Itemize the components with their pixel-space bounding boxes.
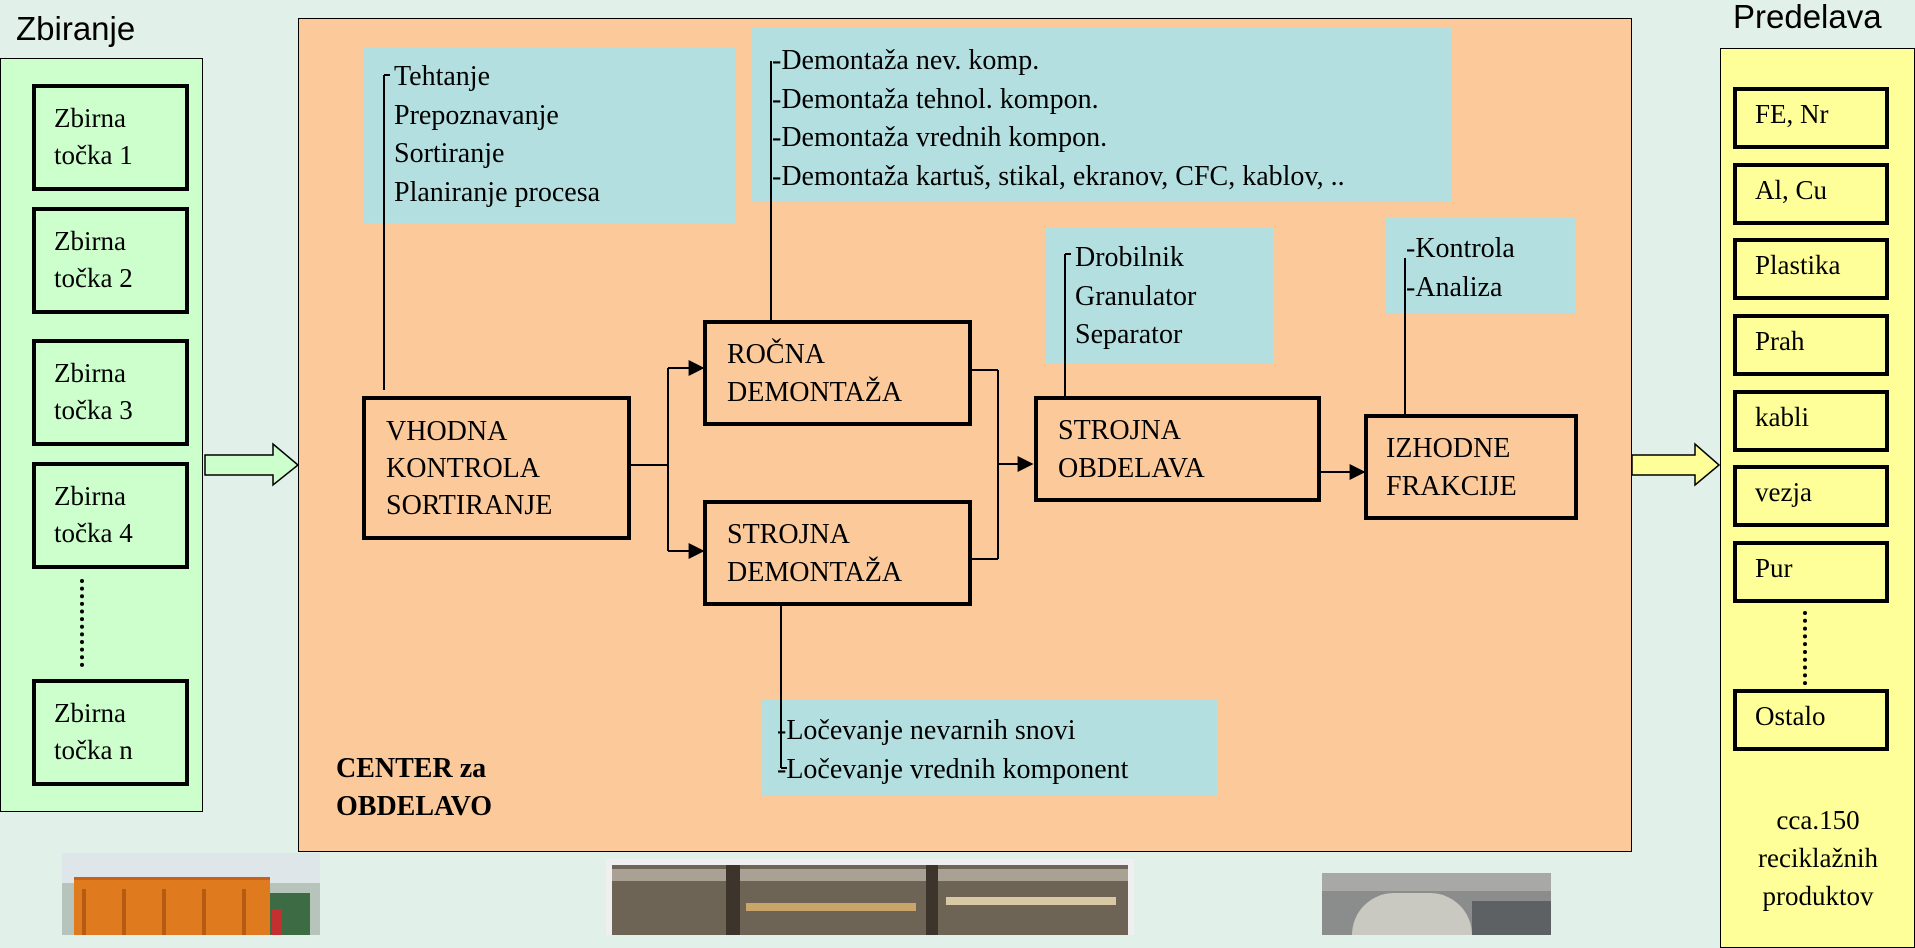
collection-point-1: Zbirna točka 1	[32, 84, 189, 191]
note-machine-processing: Drobilnik Granulator Separator	[1046, 227, 1273, 363]
container-photo	[62, 853, 320, 935]
collection-point-2: Zbirna točka 2	[32, 207, 189, 314]
facility-photo	[606, 859, 1134, 935]
collection-point-3: Zbirna točka 3	[32, 339, 189, 446]
scrap-photo	[1322, 873, 1551, 935]
note-manual: -Demontaža nev. komp. -Demontaža tehnol.…	[752, 28, 1452, 202]
fraction-pur: Pur	[1733, 541, 1889, 603]
block-output-fractions: IZHODNE FRAKCIJE	[1364, 414, 1578, 520]
block-machine-processing: STROJNA OBDELAVA	[1034, 396, 1321, 502]
note-output: -Kontrola -Analiza	[1385, 218, 1575, 314]
center-label: CENTER za OBDELAVO	[336, 753, 493, 822]
fraction-vezja: vezja	[1733, 465, 1889, 527]
fraction-ostalo: Ostalo	[1733, 689, 1889, 751]
processing-panel: FE, Nr Al, Cu Plastika Prah kabli vezja …	[1720, 48, 1915, 948]
processing-footer: cca.150 reciklažnih produktov	[1758, 805, 1878, 911]
block-machine-dismantling: STROJNA DEMONTAŽA	[703, 500, 972, 606]
collection-title: Zbiranje	[16, 10, 136, 47]
fraction-fe-nr: FE, Nr	[1733, 87, 1889, 149]
collection-point-n: Zbirna točka n	[32, 679, 189, 786]
fraction-ellipsis	[1803, 611, 1807, 693]
fraction-al-cu: Al, Cu	[1733, 163, 1889, 225]
note-machine-dismantling: -Ločevanje nevarnih snovi -Ločevanje vre…	[761, 700, 1217, 796]
note-input: Tehtanje Prepoznavanje Sortiranje Planir…	[364, 47, 736, 223]
collection-panel: Zbirna točka 1 Zbirna točka 2 Zbirna toč…	[0, 58, 203, 812]
block-input-control: VHODNA KONTROLA SORTIRANJE	[362, 396, 631, 540]
collection-ellipsis	[80, 579, 84, 667]
fraction-prah: Prah	[1733, 314, 1889, 376]
collection-point-4: Zbirna točka 4	[32, 462, 189, 569]
fraction-plastika: Plastika	[1733, 238, 1889, 300]
block-manual-dismantling: ROČNA DEMONTAŽA	[703, 320, 972, 426]
processing-title: Predelava	[1733, 0, 1882, 35]
fraction-kabli: kabli	[1733, 390, 1889, 452]
